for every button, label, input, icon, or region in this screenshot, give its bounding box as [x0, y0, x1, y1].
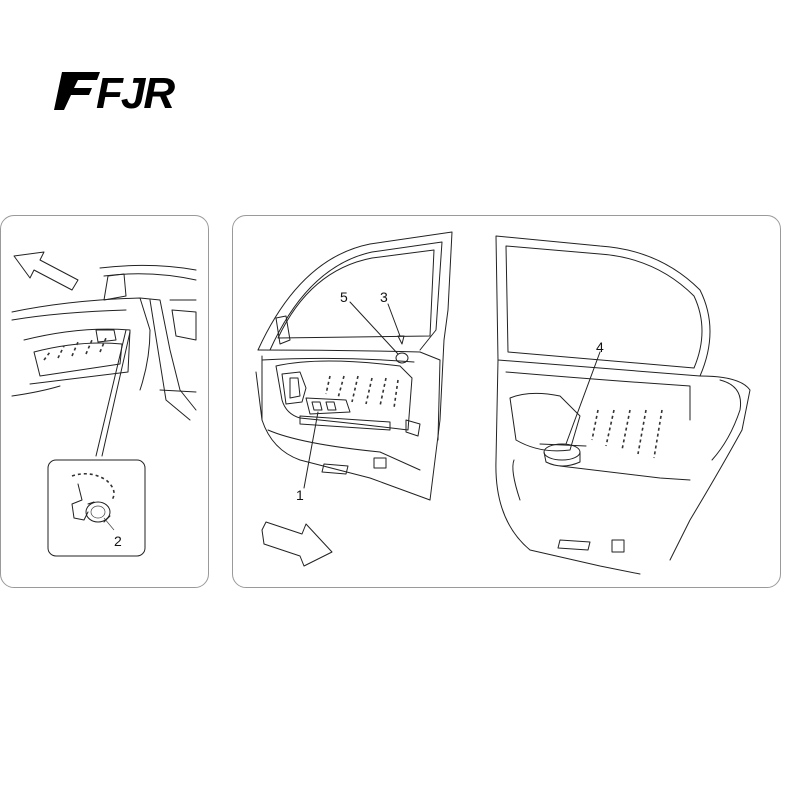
direction-arrow-left	[13, 251, 79, 291]
logo-text: FJR	[96, 69, 175, 118]
brand-logo: FJR	[54, 69, 177, 118]
detail-inset	[47, 459, 146, 557]
window-switch-left	[95, 329, 117, 343]
callout-3: 3	[380, 289, 388, 305]
callout-1: 1	[296, 487, 304, 503]
speaker-part-4	[543, 443, 581, 461]
switch-part-2	[85, 501, 111, 523]
left-door-interior-drawing	[11, 251, 197, 557]
mirror	[103, 273, 127, 301]
front-door-drawing	[255, 231, 453, 567]
callout-2: 2	[114, 533, 122, 549]
callout-5: 5	[340, 289, 348, 305]
window-switch-part-1	[305, 397, 351, 415]
direction-arrow-main	[261, 521, 333, 567]
screw-part-3	[397, 335, 405, 345]
left-detail-panel	[0, 215, 209, 588]
callout-4: 4	[596, 339, 604, 355]
rear-door-drawing	[495, 235, 751, 575]
tweeter-part-5	[395, 352, 409, 364]
